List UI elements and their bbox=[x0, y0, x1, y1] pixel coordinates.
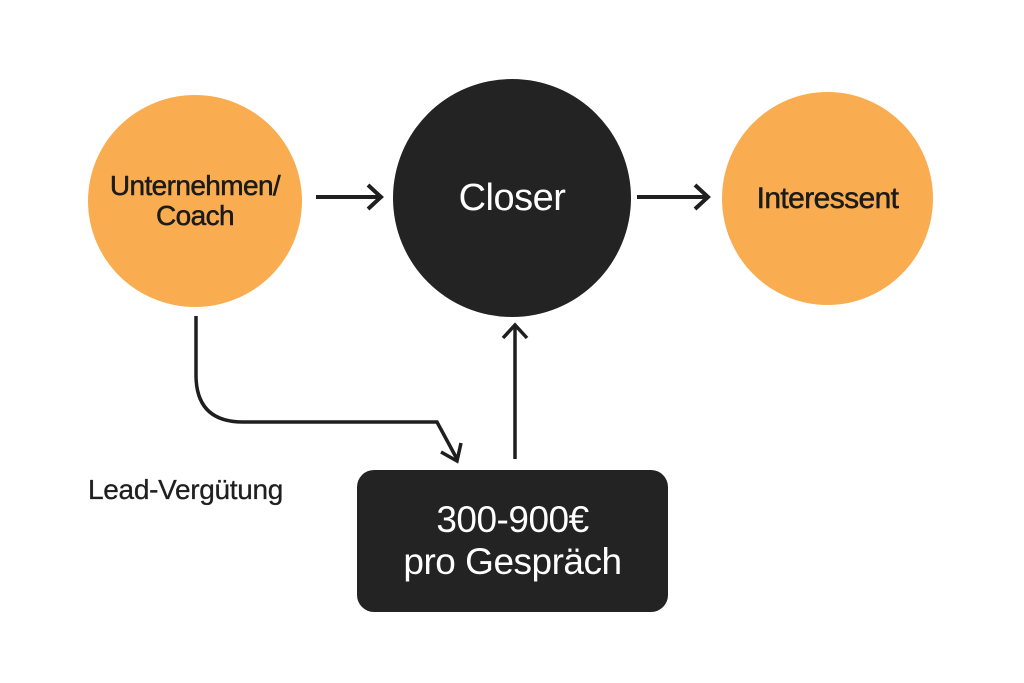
node-label: Interessent bbox=[756, 181, 899, 215]
arrow-price-to-closer bbox=[501, 322, 529, 459]
node-interessent: Interessent bbox=[722, 92, 933, 305]
arrow-shaft bbox=[194, 316, 459, 460]
arrow-head-icon bbox=[501, 322, 529, 340]
node-label-line1: Unternehmen/ bbox=[109, 170, 281, 201]
arrow-unternehmen-to-price bbox=[194, 316, 463, 464]
price-range-text: 300-900€ bbox=[436, 499, 589, 540]
node-closer: Closer bbox=[393, 79, 631, 317]
node-label-line2: Coach bbox=[156, 200, 235, 231]
arrow-head-icon bbox=[366, 183, 384, 211]
arrow-closer-to-interessent bbox=[637, 183, 711, 211]
node-unternehmen-coach: Unternehmen/ Coach bbox=[88, 95, 302, 307]
node-price-per-call: 300-900€ pro Gespräch bbox=[357, 470, 668, 612]
arrow-head-icon bbox=[440, 442, 463, 464]
arrow-head-icon bbox=[693, 183, 711, 211]
node-label: Closer bbox=[458, 176, 566, 219]
arrow-unternehmen-to-closer bbox=[316, 183, 384, 211]
price-unit-text: pro Gespräch bbox=[403, 541, 622, 582]
lead-verguetung-label: Lead-Vergütung bbox=[88, 474, 284, 505]
